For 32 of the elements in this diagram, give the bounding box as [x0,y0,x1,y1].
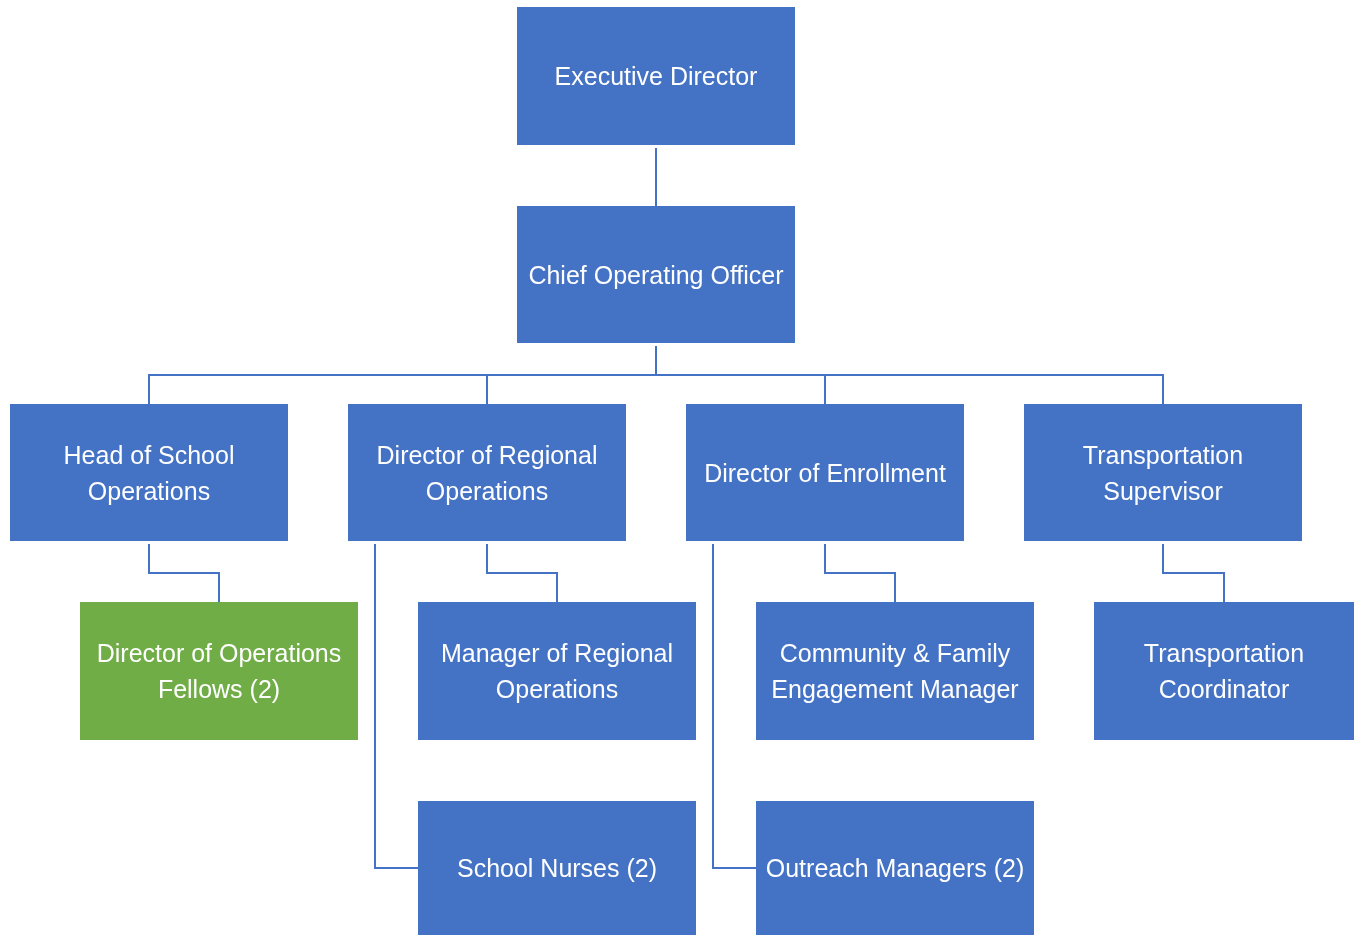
connector-line [374,543,419,869]
position-box [517,7,795,145]
position-title: Director of Enrollment [704,457,946,489]
connector-line [712,543,757,869]
connector-line [824,543,896,603]
position-box [686,404,964,541]
position-box [80,602,358,740]
position-title: Director of Regional Operations [375,439,599,507]
connector-line [1162,543,1225,603]
position-box [418,602,696,740]
position-title: Executive Director [554,61,758,92]
position-title: School Nurses (2) [456,853,658,884]
connector-line [655,345,1164,405]
position-box [418,801,696,935]
connector-line [148,543,220,603]
position-title: Transportation Supervisor [1081,439,1245,507]
position-box [1024,404,1302,541]
position-title: Community & Family Engagement Manager [770,638,1020,705]
connector-line [655,147,657,207]
position-box [517,206,795,343]
position-box [756,602,1034,740]
position-title: Outreach Managers (2) [765,853,1025,884]
position-box [1094,602,1354,740]
connector-line [486,543,558,603]
position-box [756,801,1034,935]
position-title: Manager of Regional Operations [439,638,675,705]
position-title: Chief Operating Officer [528,259,784,291]
position-title: Transportation Coordinator [1142,638,1306,705]
position-title: Director of Operations Fellows (2) [95,638,343,705]
position-box [348,404,626,541]
position-box [10,404,288,541]
position-title: Head of School Operations [62,439,236,507]
